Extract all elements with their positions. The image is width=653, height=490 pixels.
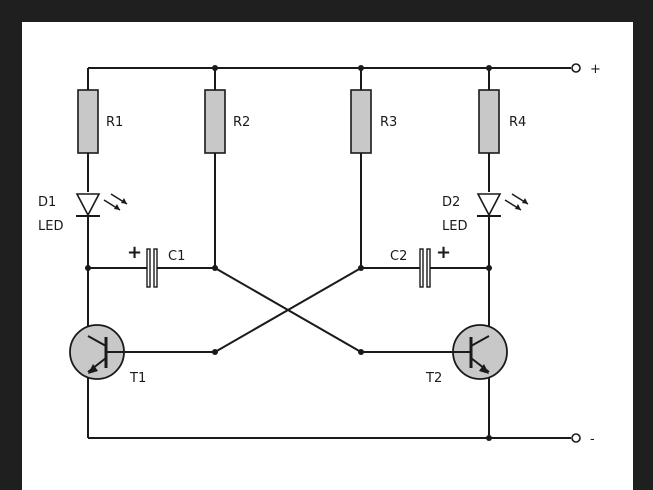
junction-dot bbox=[85, 265, 91, 271]
led-d1-label: D1 bbox=[38, 195, 56, 210]
resistor-r3 bbox=[350, 89, 372, 154]
junction-dot bbox=[358, 349, 364, 355]
junction-dot bbox=[486, 65, 492, 71]
resistor-r2 bbox=[204, 89, 226, 154]
junction-dot bbox=[212, 265, 218, 271]
transistor-t2-symbol bbox=[452, 324, 508, 380]
resistor-r3-label: R3 bbox=[380, 115, 397, 130]
transistor-t1-label: T1 bbox=[129, 371, 146, 386]
capacitor-c2-polarity: + bbox=[436, 242, 451, 263]
resistor-r4 bbox=[478, 89, 500, 154]
capacitor-c1-symbol bbox=[88, 248, 215, 288]
positive-terminal bbox=[571, 63, 581, 73]
capacitor-c2-symbol bbox=[361, 248, 489, 288]
schematic-canvas bbox=[22, 22, 633, 490]
positive-terminal-label: + bbox=[590, 62, 601, 77]
capacitor-c1-label: C1 bbox=[168, 249, 185, 264]
junction-dots bbox=[85, 65, 492, 441]
capacitor-c1-polarity: + bbox=[127, 242, 142, 263]
negative-terminal-label: - bbox=[590, 432, 595, 447]
negative-terminal bbox=[571, 433, 581, 443]
capacitor-c2-label: C2 bbox=[390, 249, 407, 264]
transistor-t2-label: T2 bbox=[425, 371, 442, 386]
junction-dot bbox=[486, 435, 492, 441]
cross-coupling-wires bbox=[214, 267, 362, 353]
transistor-t1-symbol bbox=[69, 324, 125, 380]
junction-dot bbox=[212, 65, 218, 71]
resistor-r4-label: R4 bbox=[509, 115, 526, 130]
led-d2-label: D2 bbox=[442, 195, 460, 210]
led-d2-symbol bbox=[476, 193, 529, 217]
junction-dot bbox=[358, 65, 364, 71]
junction-dot bbox=[212, 349, 218, 355]
led-d1-type: LED bbox=[38, 219, 63, 234]
junction-dot bbox=[358, 265, 364, 271]
led-d2-type: LED bbox=[442, 219, 467, 234]
resistor-r1 bbox=[77, 89, 99, 154]
led-d1-symbol bbox=[75, 193, 128, 217]
resistor-r2-label: R2 bbox=[233, 115, 250, 130]
junction-dot bbox=[486, 265, 492, 271]
resistor-r1-label: R1 bbox=[106, 115, 123, 130]
